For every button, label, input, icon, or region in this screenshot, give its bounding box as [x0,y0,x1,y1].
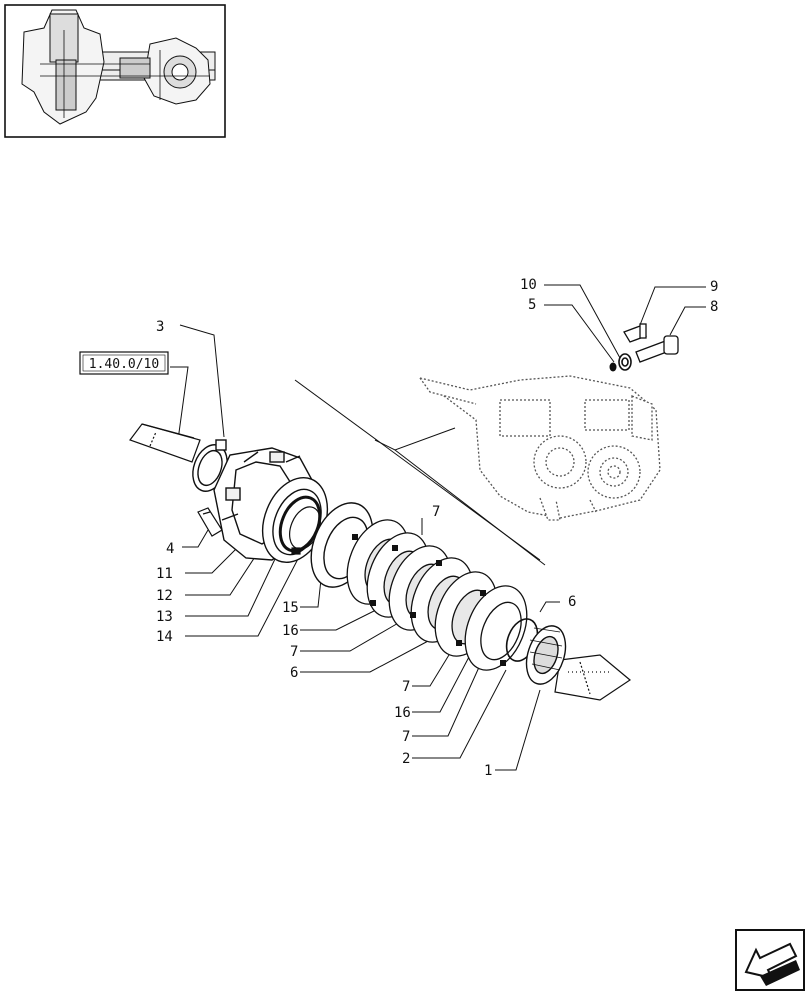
callout-2: 2 [402,751,410,767]
callout-13: 13 [156,609,173,625]
next-page-arrow-icon[interactable] [735,929,805,991]
reference-box[interactable]: 1.40.0/10 [79,351,169,375]
callout-9: 9 [710,279,718,295]
clutch-disc-pack [346,519,528,671]
thumbnail-axle-overview[interactable] [4,4,226,138]
leader-lines [170,284,706,771]
callout-labels: 3 4 11 12 13 14 15 16 7 6 7 16 7 2 1 7 6… [156,277,718,779]
seal-part-13 [278,495,322,553]
o-ring-part-10 [609,362,617,372]
callout-8: 8 [710,299,718,315]
callout-1: 1 [484,763,492,779]
plug-part-9 [623,323,647,343]
tooth-marks [352,534,506,666]
callout-6-a: 6 [290,665,298,681]
callout-7-a: 7 [290,644,298,660]
callout-4: 4 [166,541,174,557]
splined-hub-part-1 [525,625,567,685]
callout-7-d: 7 [432,504,440,520]
callout-7-b: 7 [402,679,410,695]
callout-6-b: 6 [568,594,576,610]
differential-housing-phantom [419,375,661,521]
disc-6 [464,585,528,671]
callout-7-c: 7 [402,729,410,745]
callout-16-b: 16 [394,705,411,721]
callout-14: 14 [156,629,173,645]
washer-part-5 [618,353,632,371]
callout-15: 15 [282,600,299,616]
callout-16-a: 16 [282,623,299,639]
shaft-left [129,423,201,463]
callout-3: 3 [156,319,164,335]
callout-11: 11 [156,566,173,582]
assembly-reference-lines [294,379,546,566]
callout-5: 5 [528,297,536,313]
shaft-right [554,654,632,701]
callout-12: 12 [156,588,173,604]
callout-10: 10 [520,277,537,293]
reference-code: 1.40.0/10 [89,357,159,372]
plug-part-8 [635,335,679,363]
